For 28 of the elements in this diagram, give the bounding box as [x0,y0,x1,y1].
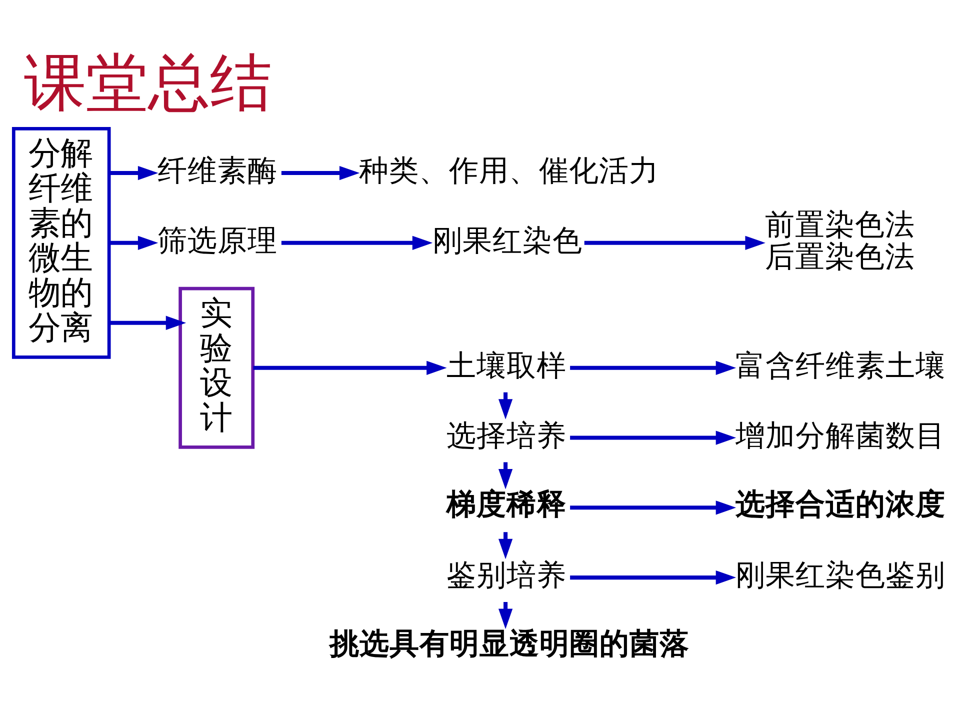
arrow [109,315,186,330]
node-text: 种类、作用、催化活力 [359,153,660,188]
node-text: 纤维素酶 [157,153,278,188]
node-text: 前置染色法 后置染色法 [764,206,915,274]
arrow [253,360,447,374]
arrow [109,165,158,180]
node-text: 富含纤维素土壤 [735,348,946,382]
node-text: 挑选具有明显透明圈的菌落 [329,626,690,660]
node-text: 梯度稀释 [446,486,566,520]
node-text: 筛选原理 [157,222,278,257]
arrow [570,430,736,444]
diagram-title: 课堂总结 [24,46,272,119]
arrow [281,165,360,180]
node-text: 增加分解菌数目 [735,418,946,452]
arrow [584,235,766,250]
node-text: 土壤取样 [446,348,566,382]
arrow [570,500,736,514]
node-text: 刚果红染色 [432,222,582,257]
arrow [281,235,433,250]
node-box: 分解纤维素的微生物的分离 [12,126,111,358]
node-box: 实验设计 [178,286,255,448]
node-text: 鉴别培养 [446,558,566,592]
node-text: 选择合适的浓度 [735,486,946,520]
node-text: 选择培养 [446,418,566,452]
arrow [570,360,736,374]
node-text: 刚果红染色鉴别 [735,558,946,592]
arrow [570,570,736,584]
arrow [109,235,158,250]
